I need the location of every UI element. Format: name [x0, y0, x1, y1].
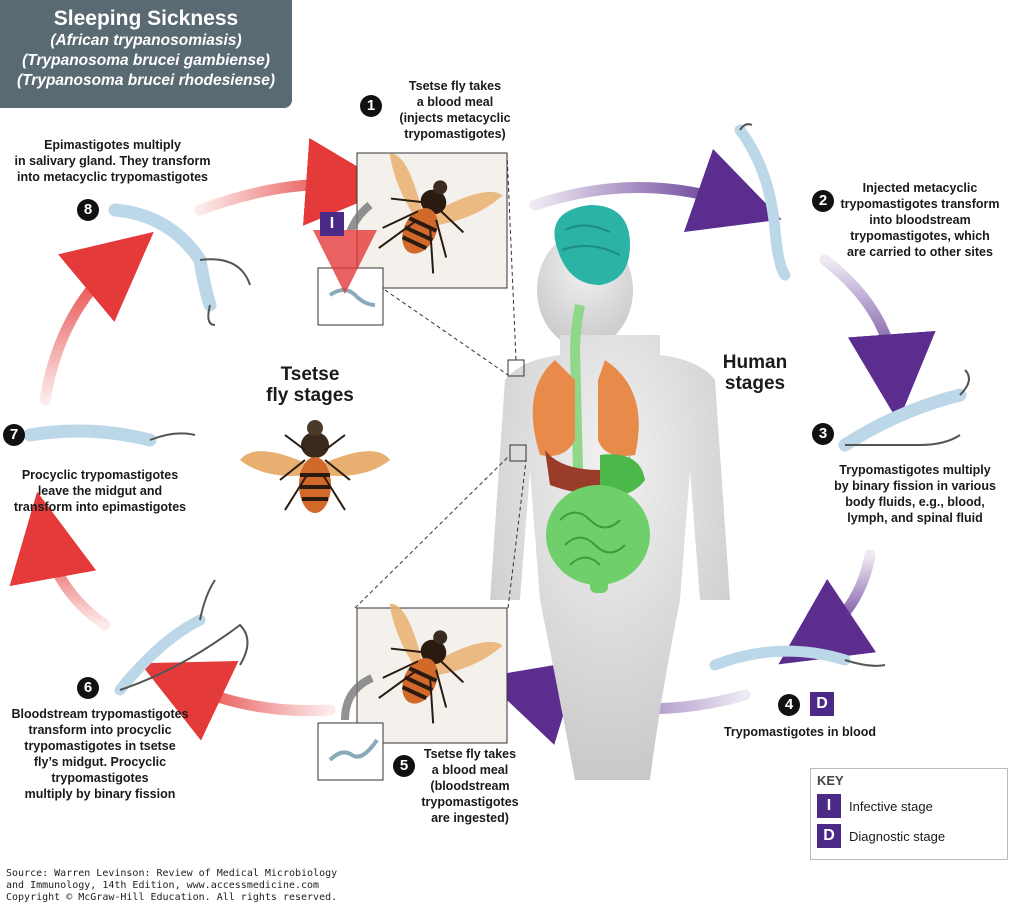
step-number-3: 3	[812, 423, 834, 445]
parasite-stage-6-icon	[114, 579, 249, 696]
step-7-text: Procyclic trypomastigotes leave the midg…	[13, 468, 187, 514]
infective-stage-label: Infective stage	[849, 798, 933, 814]
arrow-1-to-2	[529, 148, 782, 233]
parasite-stage-7-icon	[23, 424, 196, 447]
tsetse-fly-icon	[378, 153, 503, 274]
tsetse-fly-icon	[240, 420, 390, 513]
step-3-text: Trypomastigotes multiply by binary fissi…	[834, 463, 996, 525]
diagnostic-stage-badge: D	[817, 824, 841, 848]
title-subtitle: (Trypanosoma brucei rhodesiense)	[16, 72, 276, 89]
diagnostic-stage-label: Diagnostic stage	[849, 828, 946, 844]
tsetse-fly-icon	[378, 603, 503, 724]
diagnostic-stage-badge: D	[810, 692, 834, 716]
parasite-stage-2-icon	[734, 123, 791, 281]
key-row-infective: I Infective stage	[817, 794, 1007, 818]
step-6-text: Bloodstream trypomastigotes transform in…	[11, 707, 189, 801]
infective-stage-badge: I	[817, 794, 841, 818]
human-figure-icon	[490, 205, 730, 780]
step-4-text: Trypomastigotes in blood	[723, 725, 877, 739]
infective-stage-badge: I	[320, 212, 344, 236]
arrow-5-to-6	[140, 660, 336, 741]
step-number-2: 2	[812, 190, 834, 212]
arrow-8-to-1	[194, 137, 394, 226]
title-subtitle: (Trypanosoma brucei gambiense)	[22, 52, 270, 69]
source-credit: Source: Warren Levinson: Review of Medic…	[6, 868, 338, 903]
parasite-stage-8-icon	[108, 203, 251, 326]
parasite-inset-bottom	[317, 722, 384, 781]
arrow-2-to-3	[819, 254, 936, 422]
step-number-8: 8	[77, 199, 99, 221]
step-5-text: Tsetse fly takes a blood meal (bloodstre…	[421, 747, 519, 825]
step-2-text: Injected metacyclic trypomastigotes tran…	[840, 181, 1000, 259]
arrow-3-to-4	[778, 549, 877, 665]
key-row-diagnostic: D Diagnostic stage	[817, 824, 1007, 848]
tsetse-fly-stages-label: Tsetse fly stages	[266, 364, 354, 406]
parasite-stage-3-icon	[838, 369, 970, 452]
key-title: KEY	[817, 773, 844, 788]
parasite-stage-4-icon	[709, 645, 886, 671]
step-number-4: 4	[778, 694, 800, 716]
arrow-6-to-7	[9, 491, 111, 631]
step-number-7: 7	[3, 424, 25, 446]
step-8-text: Epimastigotes multiply in salivary gland…	[14, 138, 211, 184]
title-box: Sleeping Sickness (African trypanosomias…	[0, 0, 292, 108]
human-stages-label: Human stages	[722, 352, 788, 394]
arrow-7-to-8	[39, 231, 154, 406]
step-number-6: 6	[77, 677, 99, 699]
step-number-5: 5	[393, 755, 415, 777]
parasite-inset-top	[317, 267, 384, 326]
legend-key: KEY I Infective stage D Diagnostic stage	[810, 768, 1008, 860]
diagram-title: Sleeping Sickness	[53, 7, 239, 30]
title-subtitle: (African trypanosomiasis)	[50, 32, 242, 49]
step-number-1: 1	[360, 95, 382, 117]
step-1-text: Tsetse fly takes a blood meal (injects m…	[399, 79, 511, 141]
